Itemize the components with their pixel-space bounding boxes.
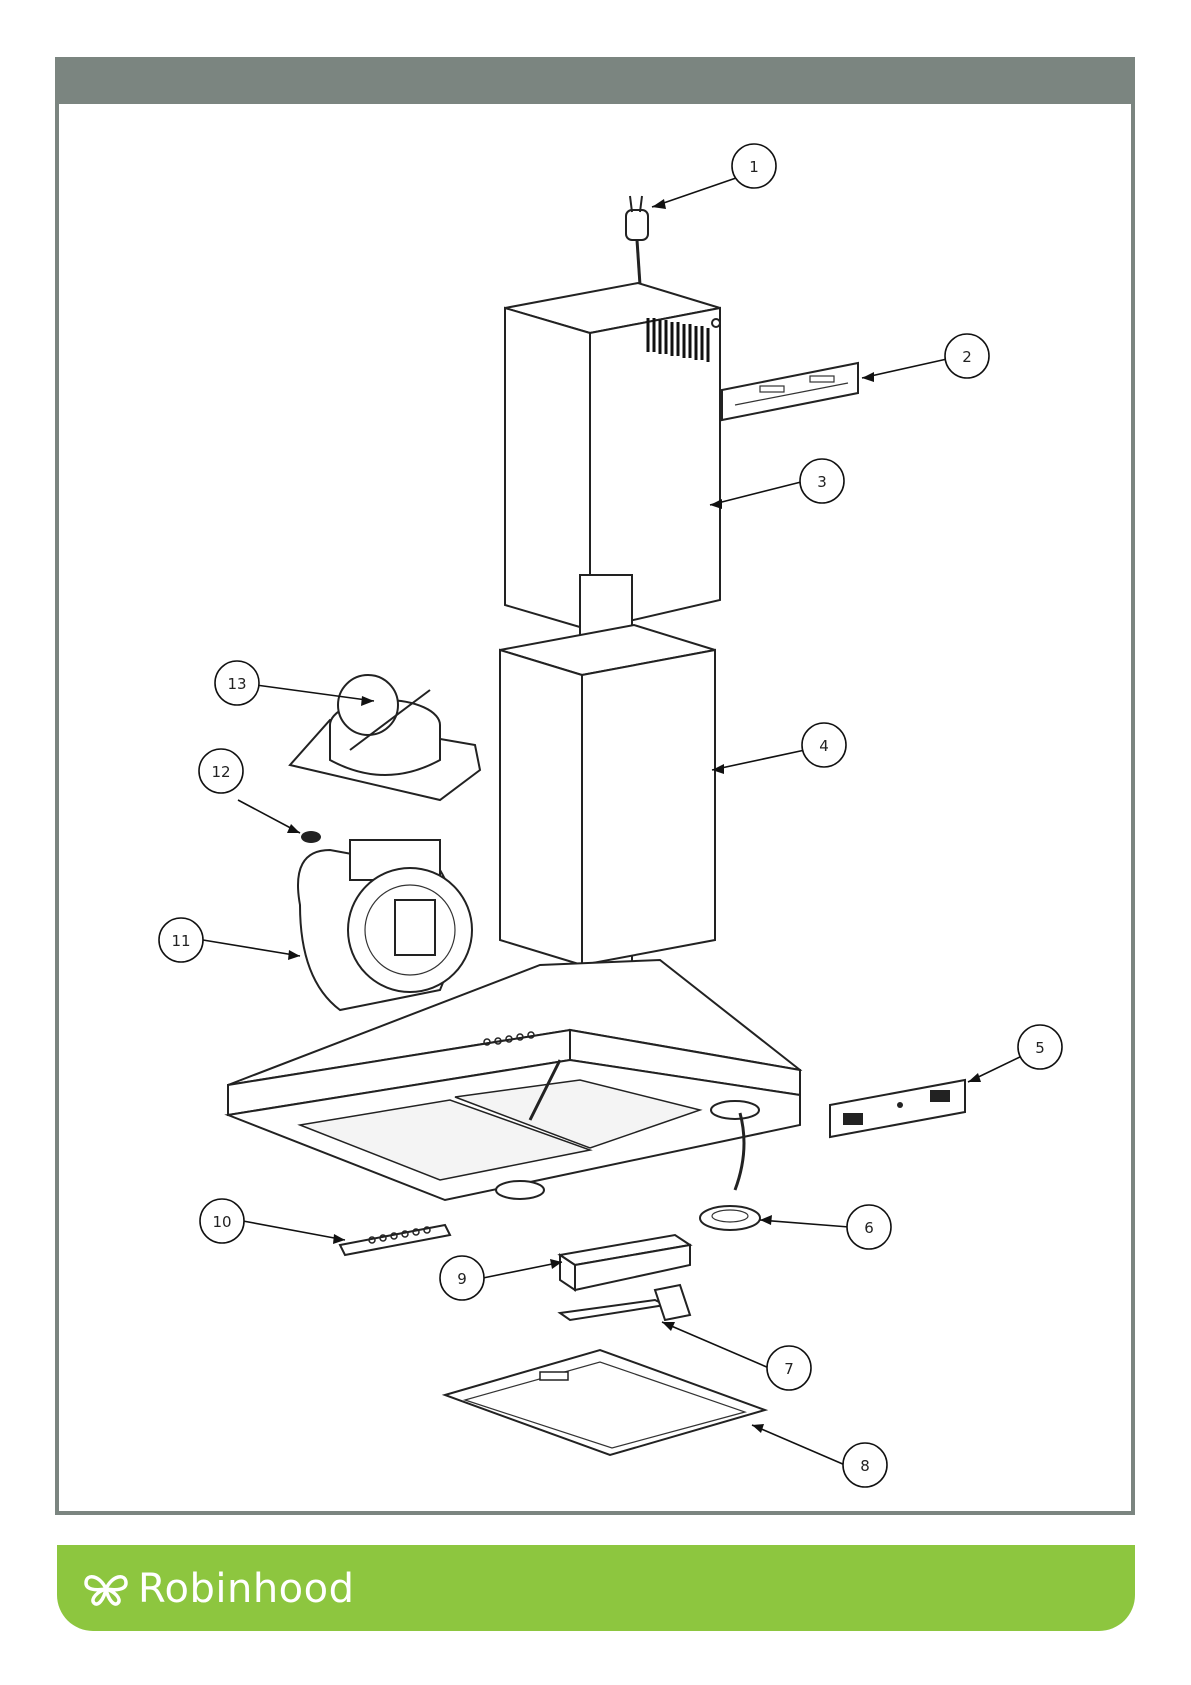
callout-label: 13 xyxy=(227,675,246,693)
butterfly-icon xyxy=(82,1569,130,1609)
callout-1: 1 xyxy=(732,144,776,188)
callout-label: 10 xyxy=(212,1213,231,1231)
part-8-filter xyxy=(445,1350,765,1455)
hood-body xyxy=(228,960,800,1200)
callout-label: 3 xyxy=(817,473,827,491)
part-7-cover xyxy=(560,1285,690,1320)
callout-9: 9 xyxy=(440,1256,484,1300)
callout-label: 7 xyxy=(784,1360,794,1378)
callout-label: 12 xyxy=(211,763,230,781)
brand-name: Robinhood xyxy=(138,1566,355,1612)
callout-12: 12 xyxy=(199,749,243,793)
part-12-grommet xyxy=(301,831,321,843)
part-10-control-board xyxy=(340,1225,450,1255)
callout-label: 5 xyxy=(1035,1039,1045,1057)
callout-8: 8 xyxy=(843,1443,887,1487)
callout-label: 9 xyxy=(457,1270,467,1288)
callout-3: 3 xyxy=(800,459,844,503)
callout-label: 6 xyxy=(864,1219,874,1237)
part-1-plug xyxy=(626,196,648,285)
callout-13: 13 xyxy=(215,661,259,705)
exploded-diagram: 1 2 3 4 5 6 7 8 9 10 11 12 xyxy=(0,0,1191,1545)
callout-label: 8 xyxy=(860,1457,870,1475)
callout-4: 4 xyxy=(802,723,846,767)
callout-5: 5 xyxy=(1018,1025,1062,1069)
callout-label: 11 xyxy=(171,932,190,950)
callout-11: 11 xyxy=(159,918,203,962)
callout-label: 1 xyxy=(749,158,759,176)
callout-label: 4 xyxy=(819,737,829,755)
part-11-motor xyxy=(298,840,472,1010)
part-6-lamp xyxy=(700,1206,760,1230)
callout-2: 2 xyxy=(945,334,989,378)
part-2-bracket xyxy=(722,363,858,420)
callout-7: 7 xyxy=(767,1346,811,1390)
part-4-lower-chimney xyxy=(500,625,715,965)
brand-logo: Robinhood xyxy=(82,1559,355,1619)
callout-6: 6 xyxy=(847,1205,891,1249)
brand-footer: Robinhood xyxy=(57,1545,1135,1631)
callout-10: 10 xyxy=(200,1199,244,1243)
part-5-back-plate xyxy=(830,1080,965,1137)
part-9-transformer xyxy=(560,1235,690,1290)
callout-label: 2 xyxy=(962,348,972,366)
